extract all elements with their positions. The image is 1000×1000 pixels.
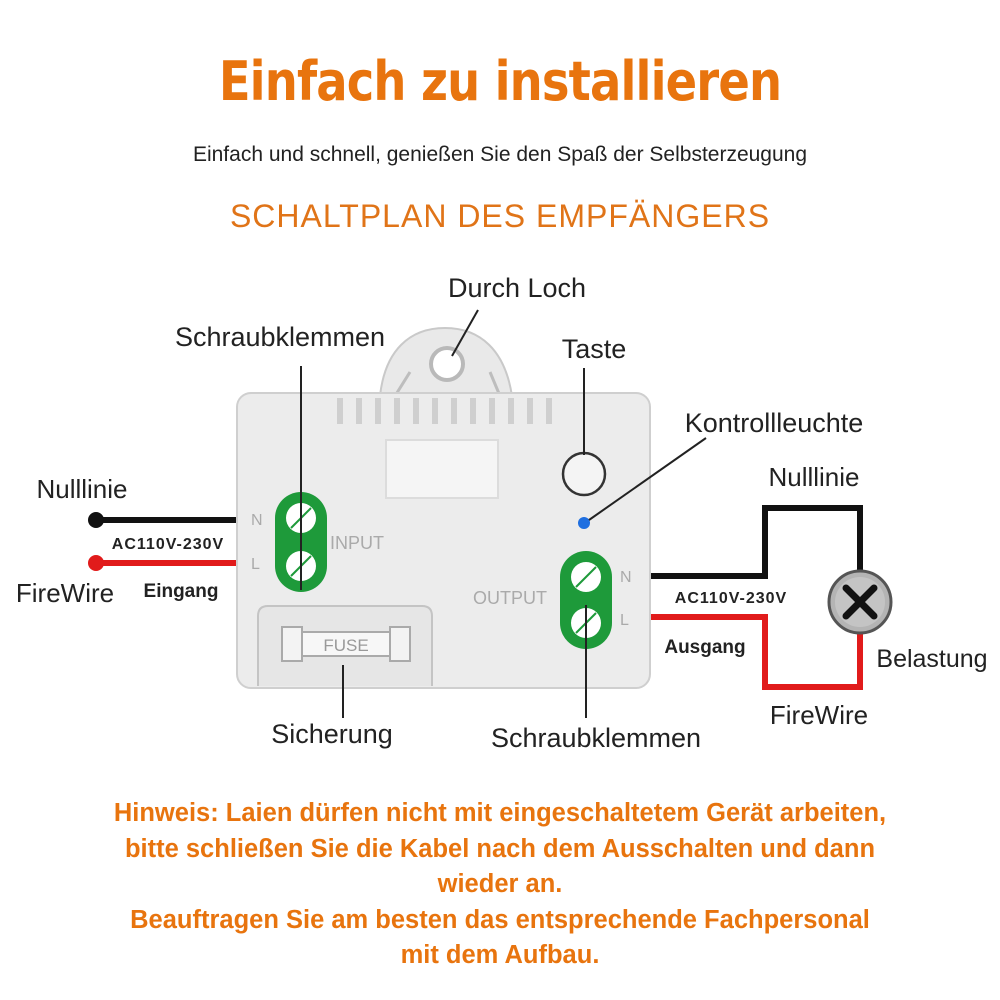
fuse-label: FUSE bbox=[323, 636, 368, 655]
firewire-left-label: FireWire bbox=[16, 578, 114, 608]
diagram-labels: Durch Loch Schraubklemmen Taste Kontroll… bbox=[16, 273, 988, 753]
left-neutral-wire-end bbox=[88, 512, 104, 528]
diagram-heading: SCHALTPLAN DES EMPFÄNGERS bbox=[229, 198, 771, 234]
page-title: Einfach zu installieren bbox=[218, 50, 782, 113]
eingang-label: Eingang bbox=[144, 581, 219, 602]
right-wires bbox=[648, 505, 863, 690]
durch-loch-leader bbox=[451, 309, 479, 357]
fuse-compartment bbox=[257, 605, 433, 686]
safety-note: Hinweis: Laien dürfen nicht mit eingesch… bbox=[20, 796, 980, 974]
load-bulb bbox=[827, 569, 893, 635]
mounting-hole bbox=[429, 346, 465, 382]
left-wires bbox=[88, 512, 240, 571]
kontrollleuchte-leader bbox=[588, 437, 707, 521]
schraubklemmen-bottom-label: Schraubklemmen bbox=[491, 723, 701, 753]
leader-lines bbox=[300, 309, 707, 718]
note-line-1: Hinweis: Laien dürfen nicht mit eingesch… bbox=[113, 799, 887, 827]
receiver-device: N L INPUT OUTPUT N L FUSE bbox=[236, 326, 651, 689]
n-output-marker: N bbox=[620, 569, 632, 586]
durch-loch-label: Durch Loch bbox=[448, 273, 586, 303]
nulllinie-left-label: Nulllinie bbox=[36, 474, 127, 504]
note-line-4: Beauftragen Sie am besten das entspreche… bbox=[130, 905, 870, 934]
kontrollleuchte-label: Kontrollleuchte bbox=[685, 408, 864, 438]
nulllinie-right-label: Nulllinie bbox=[768, 462, 859, 492]
voltage-right-label: AC110V-230V bbox=[675, 590, 787, 607]
voltage-left-label: AC110V-230V bbox=[112, 536, 224, 553]
output-terminals bbox=[560, 551, 612, 649]
vent-slots bbox=[337, 398, 552, 424]
right-neutral-wire bbox=[648, 505, 863, 585]
l-output-marker: L bbox=[620, 612, 629, 629]
l-input-marker: L bbox=[251, 556, 260, 573]
schraubklemmen-top-label: Schraubklemmen bbox=[175, 322, 385, 352]
firewire-right-label: FireWire bbox=[770, 700, 868, 730]
n-input-marker: N bbox=[251, 512, 263, 529]
antenna-window bbox=[385, 439, 499, 499]
right-phase-wire bbox=[648, 614, 863, 690]
input-label: INPUT bbox=[330, 533, 384, 553]
belastung-label: Belastung bbox=[876, 645, 987, 673]
note-line-2: bitte schließen Sie die Kabel nach dem A… bbox=[124, 834, 876, 863]
note-line-5: mit dem Aufbau. bbox=[400, 941, 600, 969]
note-line-3: wieder an. bbox=[437, 870, 563, 898]
taste-button bbox=[561, 451, 607, 497]
indicator-led bbox=[578, 517, 590, 529]
sicherung-label: Sicherung bbox=[271, 719, 393, 749]
left-phase-wire-end bbox=[88, 555, 104, 571]
page-subtitle: Einfach und schnell, genießen Sie den Sp… bbox=[192, 143, 808, 166]
taste-label: Taste bbox=[562, 334, 627, 364]
ausgang-label: Ausgang bbox=[664, 637, 745, 658]
output-label: OUTPUT bbox=[473, 588, 547, 608]
